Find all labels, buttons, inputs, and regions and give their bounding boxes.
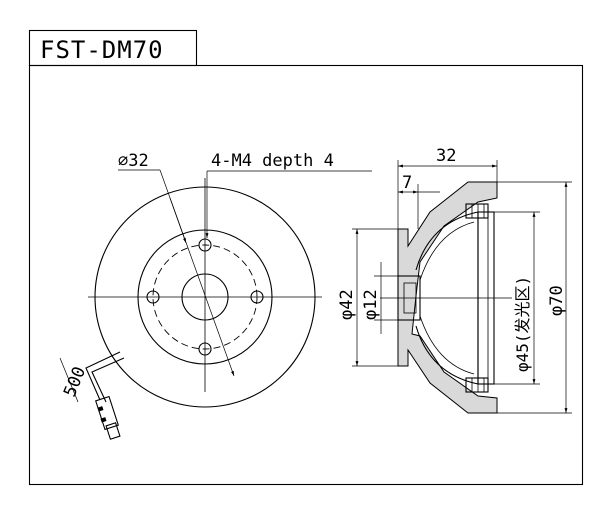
connector-detail-a <box>97 406 104 412</box>
cable <box>85 351 121 401</box>
connector-detail-b <box>100 417 107 423</box>
m4-label: 4-M4 depth 4 <box>211 151 334 171</box>
front-view: ⌀32 4-M4 depth 4 500 <box>59 151 372 440</box>
side-view: 32 7 φ42 φ12 φ45(发光区) φ70 <box>337 146 572 414</box>
title-text: FST-DM70 <box>40 36 164 64</box>
dia32-label: ⌀32 <box>118 151 149 171</box>
reflector-inner <box>419 221 475 281</box>
reflector-inner-b <box>419 315 475 375</box>
d70-label: φ70 <box>547 285 567 316</box>
screw-bottom <box>465 377 489 393</box>
dim32-label: 32 <box>436 146 456 166</box>
drawing-frame <box>28 64 584 486</box>
cable-connector <box>95 395 119 431</box>
screw-top <box>465 203 489 219</box>
d42-label: φ42 <box>337 289 357 320</box>
cable-edge <box>91 357 125 403</box>
d12-label: φ12 <box>361 289 381 320</box>
dim7-label: 7 <box>402 173 412 193</box>
housing-section <box>397 181 498 414</box>
d45-label: φ45(发光区) <box>513 276 532 372</box>
title-box <box>28 29 198 67</box>
cable-connector-tip <box>105 422 121 440</box>
cable-dim-line <box>59 357 79 403</box>
dia32-arrow-a <box>169 197 187 244</box>
